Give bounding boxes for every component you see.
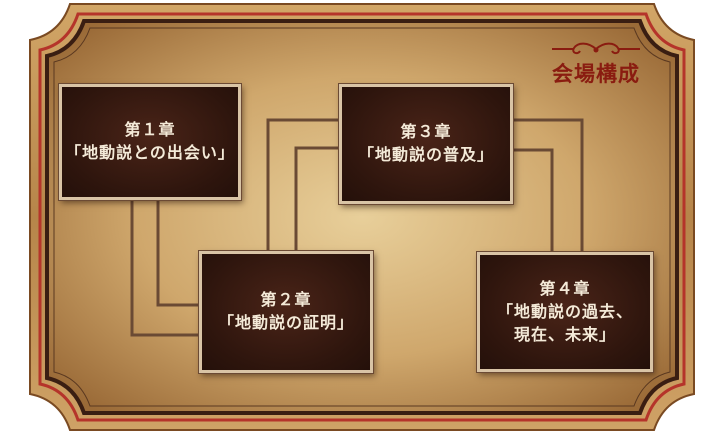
frame-inner-line [53,27,671,407]
venue-title: 会場構成 [552,61,640,86]
chapter-box-3: 第３章 「地動説の普及」 [339,84,513,204]
connector-ch3-ch4-outer [513,118,584,252]
connector-ch2-ch3-inner [294,146,339,251]
chapter-number: 第４章 [539,279,591,298]
connector-ch1-ch2-inner [156,200,199,307]
chapter-title: 「地動説の普及」 [357,145,494,164]
chapter-box-2: 第２章 「地動説の証明」 [199,251,373,373]
flourish-ornament-icon [552,42,640,55]
connector-ch1-ch2-outer [130,200,199,337]
chapter-number: 第３章 [400,122,452,141]
frame-red-line [38,12,686,422]
chapter-number: 第２章 [260,290,312,309]
chapter-title: 「地動説の証明」 [217,313,354,332]
chapter-title: 「地動説の過去、 現在、未来」 [496,302,633,344]
chapter-title: 「地動説との出会い」 [65,143,235,162]
connector-ch3-ch4-inner [513,148,554,252]
chapter-box-1: 第１章 「地動説との出会い」 [59,84,241,200]
connector-ch2-ch3-outer [266,118,339,251]
chapter-number: 第１章 [124,120,176,139]
chapter-box-4: 第４章 「地動説の過去、 現在、未来」 [477,252,653,372]
connectors [130,118,584,337]
